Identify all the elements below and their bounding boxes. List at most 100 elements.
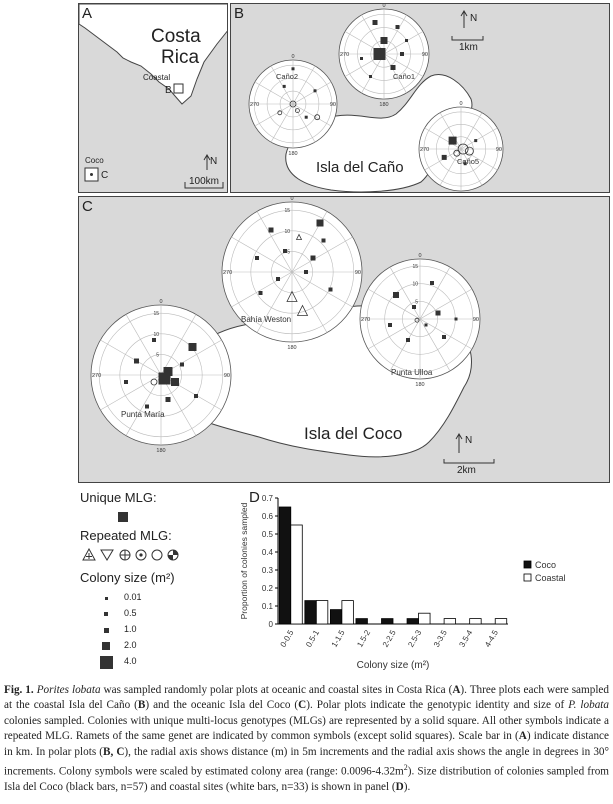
unique-mlg-marker — [310, 255, 316, 261]
y-tick-label: 0.2 — [262, 584, 274, 593]
unique-mlg-marker — [393, 292, 399, 298]
repeated-mlg-marker — [453, 149, 461, 157]
scale-label: 2km — [457, 465, 476, 476]
caption-species: P. lobata — [568, 699, 609, 712]
angle-tick: 90 — [224, 373, 230, 379]
unique-mlg-marker — [188, 343, 197, 351]
unique-mlg-marker — [291, 67, 295, 71]
legend-swatch — [523, 560, 532, 569]
bar-coastal — [443, 618, 457, 625]
repeated-mlg-marker — [295, 233, 303, 240]
caption-text: ), the radial axis shows distance (m) in… — [4, 745, 609, 778]
radial-tick: 15 — [284, 208, 290, 214]
angle-tick: 0 — [291, 54, 294, 60]
caption-ref: B, C — [103, 745, 125, 758]
radial-tick: 5 — [156, 352, 159, 358]
size-legend-value: 0.01 — [124, 592, 142, 602]
unique-mlg-marker — [474, 139, 478, 143]
triangle-plus-icon — [82, 548, 96, 561]
bar-coco — [355, 618, 368, 625]
plot-label: Caño2 — [276, 72, 298, 81]
scale-bar — [451, 36, 484, 41]
angle-tick: 0 — [382, 4, 385, 9]
panel-b-isla-del-cano: 090180270Caño2090180270Caño1090180270Cañ… — [230, 3, 610, 193]
x-tick-label: 0-0.5 — [279, 628, 296, 649]
caption-text: ). Three plots each were sampled at the … — [4, 684, 609, 712]
legend-label: Coastal — [535, 573, 566, 583]
unique-mlg-marker — [424, 323, 428, 327]
unique-mlg-marker — [165, 397, 171, 402]
caption-fig-label: Fig. 1. — [4, 684, 34, 696]
x-tick-label: 1-1.5 — [330, 628, 347, 649]
angle-tick: 0 — [290, 197, 293, 202]
angle-tick: 270 — [92, 373, 101, 379]
unique-mlg-marker — [171, 378, 179, 386]
x-tick-label: 3.5-4 — [457, 628, 474, 649]
unique-mlg-marker — [282, 84, 286, 88]
plot-label: Punta Ulloa — [391, 368, 433, 377]
repeated-mlg-marker — [286, 290, 298, 302]
unique-mlg-marker — [395, 25, 400, 29]
size-legend-value: 2.0 — [124, 640, 137, 650]
north-label: N — [465, 435, 473, 446]
caption-species: Porites lobata — [36, 684, 101, 696]
legend-unique-title: Unique MLG: — [80, 490, 157, 505]
bar-coastal — [469, 618, 482, 625]
size-legend-value: 1.0 — [124, 624, 137, 634]
coastal-ref: B — [165, 85, 172, 96]
angle-tick: 90 — [330, 102, 336, 108]
unique-mlg-marker — [328, 287, 333, 292]
repeated-mlg-marker — [314, 114, 321, 121]
scale-label: 100km — [189, 176, 220, 187]
angle-tick: 270 — [420, 147, 429, 153]
circle-quartered-icon — [167, 549, 179, 561]
unique-mlg-marker — [321, 238, 326, 243]
radial-tick: 5 — [287, 249, 290, 255]
country-label-line2: Rica — [161, 47, 200, 68]
unique-mlg-marker — [304, 270, 308, 274]
caption-ref: C — [298, 699, 307, 712]
x-tick-label: 3-3.5 — [432, 628, 449, 649]
unique-mlg-marker — [388, 323, 392, 327]
circle-open-icon — [151, 549, 163, 561]
plot-label: Caño5 — [457, 157, 479, 166]
y-tick-label: 0.7 — [262, 494, 274, 503]
panel-label-a: A — [82, 5, 93, 22]
bar-coco — [278, 506, 292, 625]
repeated-mlg-marker — [414, 317, 420, 323]
coco-island-label: Isla del Coco — [304, 424, 403, 443]
radial-tick: 15 — [412, 264, 418, 270]
x-tick-label: 2-2.5 — [381, 628, 398, 649]
unique-mlg-marker — [258, 291, 263, 295]
unique-mlg-marker — [463, 162, 467, 166]
scale-label: 1km — [459, 42, 478, 53]
size-legend-square — [99, 655, 113, 669]
x-tick-label: 1.5-2 — [355, 628, 372, 649]
angle-tick: 0 — [159, 299, 162, 305]
unique-mlg-marker — [134, 358, 139, 364]
unique-mlg-marker — [360, 57, 363, 60]
bar-coco — [304, 600, 317, 625]
caption-text: ) indicate distance in km. In polar plot… — [4, 730, 609, 758]
repeated-mlg-marker — [457, 143, 469, 155]
caption-ref: B — [137, 699, 146, 712]
costa-rica-map — [79, 4, 227, 189]
legend-label: Coco — [535, 560, 556, 570]
angle-tick: 90 — [496, 147, 502, 153]
caption-text: ) and the oceanic Isla del Coco ( — [145, 699, 299, 712]
country-label-line1: Costa — [151, 26, 201, 47]
caption-text: ). Size distribution of colonies sampled… — [4, 765, 609, 794]
y-axis-label: Proportion of colonies sampled — [239, 502, 249, 619]
costa-rica-landmass — [79, 4, 227, 105]
angle-tick: 180 — [287, 345, 296, 351]
unique-mlg-marker — [390, 65, 396, 70]
unique-mlg-marker — [316, 219, 324, 227]
coco-label: Coco — [85, 156, 104, 165]
unique-mlg-marker — [435, 310, 441, 316]
scale-bar — [184, 182, 224, 189]
